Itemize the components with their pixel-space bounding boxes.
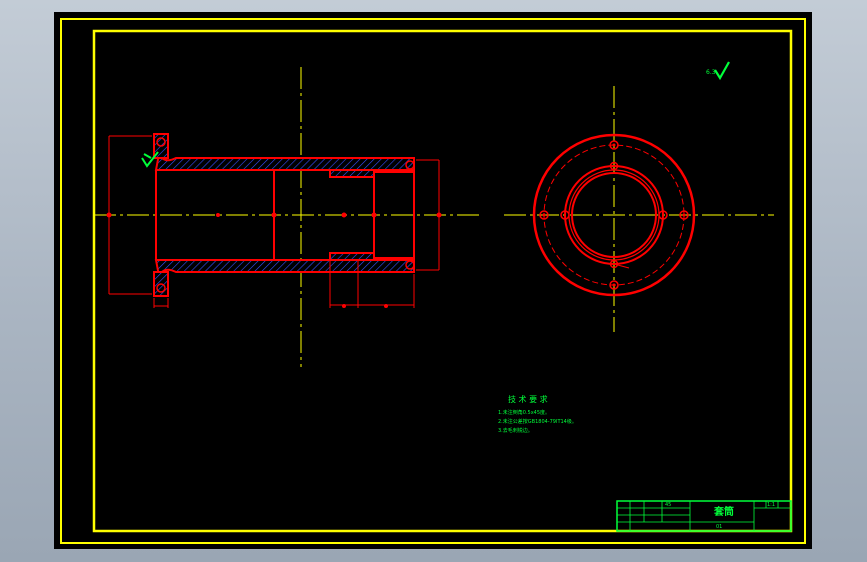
general-roughness-mark: 6.3 — [706, 61, 730, 81]
sleeve-outline — [155, 158, 415, 272]
sheet-inner-frame — [92, 29, 793, 533]
title-part-name: 套筒 — [713, 505, 734, 518]
flange-hole-top — [156, 137, 166, 147]
tech-req-heading: 技 术 要 求 — [508, 394, 548, 404]
end-view — [504, 86, 774, 332]
tech-req-line-3: 3.去毛刺锐边。 — [498, 427, 533, 434]
title-drawing-no: 01 — [716, 524, 722, 530]
title-material: 45 — [665, 502, 671, 508]
title-block-frame — [616, 500, 792, 532]
bore-circle — [571, 172, 657, 258]
title-scale: 1:1 — [767, 502, 775, 508]
roughness-check-icon — [714, 61, 730, 81]
technical-requirements: 技 术 要 求 1.未注倒角0.5x45度。 2.未注公差按GB1804-79I… — [498, 394, 577, 434]
tech-req-line-2: 2.未注公差按GB1804-79IT14级。 — [498, 418, 577, 425]
tech-req-line-1: 1.未注倒角0.5x45度。 — [498, 409, 550, 416]
end-chamfer-bottom — [405, 260, 415, 270]
cad-drawing: 6.3 技 术 要 求 1.未注倒角0.5x45度。 2.未注公差按GB1804… — [60, 18, 806, 544]
roughness-value: 6.3 — [706, 69, 716, 76]
bottom-wall-section — [154, 252, 415, 280]
dimension-ticks — [106, 212, 442, 308]
cad-viewport[interactable]: 6.3 技 术 要 求 1.未注倒角0.5x45度。 2.未注公差按GB1804… — [54, 12, 812, 549]
bolt-holes — [539, 140, 689, 290]
end-view-leader — [613, 263, 630, 269]
title-block: 套筒 1:1 45 01 — [616, 500, 792, 532]
sheet-outer-border — [60, 18, 806, 544]
end-chamfer-top — [405, 160, 415, 170]
center-marks — [542, 143, 686, 287]
flange-outer-circle — [532, 133, 696, 297]
flange-hole-bottom — [156, 283, 166, 293]
surface-roughness-icon — [141, 151, 159, 168]
top-wall-section — [154, 150, 415, 178]
section-view — [94, 67, 479, 367]
